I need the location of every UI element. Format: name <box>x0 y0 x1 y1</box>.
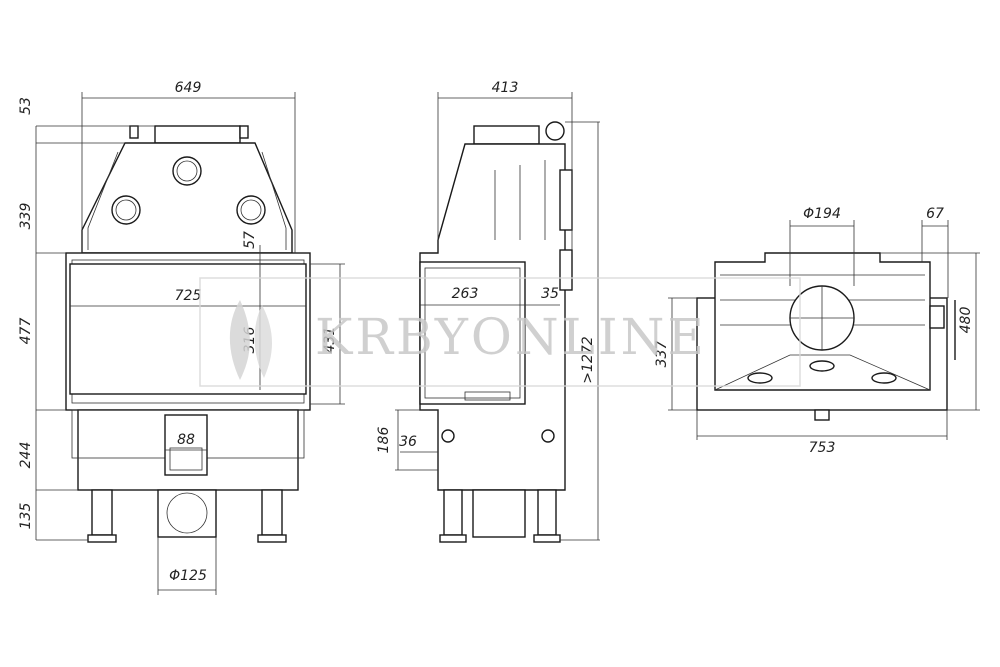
dim-53: 53 <box>18 97 34 115</box>
dim-753: 753 <box>809 440 836 456</box>
side-view: 413 263 35 >1272 186 36 <box>376 80 600 543</box>
dim-186: 186 <box>376 427 392 454</box>
watermark-flame-icon <box>229 300 250 380</box>
top-vent-right <box>871 372 897 384</box>
side-foot-left <box>439 534 467 543</box>
dim-88: 88 <box>177 432 195 448</box>
dim-1272: >1272 <box>580 336 596 383</box>
dim-36: 36 <box>399 434 417 450</box>
top-vent-left <box>747 372 773 384</box>
front-hood-inner-left <box>87 151 119 250</box>
flue-hole-right-inner <box>240 199 262 221</box>
dim-480: 480 <box>958 307 974 334</box>
side-ring <box>545 121 565 141</box>
dim-431: 431 <box>322 327 338 354</box>
dim-477: 477 <box>18 318 34 345</box>
side-knob-left <box>441 429 455 443</box>
watermark-box <box>199 277 801 387</box>
side-air-inlet <box>472 489 526 538</box>
flue-hole-top-inner <box>176 160 198 182</box>
dim-725: 725 <box>175 288 202 304</box>
front-collar-tab-left <box>129 125 139 139</box>
front-air-inlet-circle <box>166 492 208 534</box>
front-collar <box>154 125 241 144</box>
dim-339: 339 <box>18 203 34 230</box>
top-funnel <box>714 354 931 391</box>
dim-263: 263 <box>452 286 479 302</box>
top-front-tab <box>814 409 830 421</box>
side-knob-right <box>541 429 555 443</box>
side-glass <box>419 261 526 405</box>
watermark: KRBYONLINE <box>199 277 801 387</box>
dim-67: 67 <box>926 206 944 222</box>
top-vent-center <box>809 360 835 372</box>
front-leg-left <box>91 489 113 536</box>
side-glass-inner <box>424 267 521 399</box>
dim-35: 35 <box>541 286 559 302</box>
side-leg-right <box>537 489 557 536</box>
side-collar <box>473 125 540 145</box>
watermark-flame-icon-2 <box>254 305 272 378</box>
front-foot-left <box>87 534 117 543</box>
side-grate <box>464 391 511 401</box>
front-view: 649 53 339 57 725 477 316 431 244 88 135… <box>18 80 345 595</box>
front-foot-right <box>257 534 287 543</box>
dim-135: 135 <box>18 503 34 530</box>
dim-337: 337 <box>654 341 670 368</box>
side-leg-left <box>443 489 463 536</box>
dim-413: 413 <box>492 80 519 96</box>
flue-hole-left-inner <box>115 199 137 221</box>
dim-phi125: Φ125 <box>169 568 207 584</box>
front-air-inlet <box>157 489 217 538</box>
dim-244: 244 <box>18 442 34 469</box>
front-ash-box <box>164 414 208 476</box>
front-leg-right <box>261 489 283 536</box>
front-hood-inner-right <box>261 151 287 250</box>
watermark-text: KRBYONLINE <box>315 308 707 366</box>
dim-649: 649 <box>175 80 202 96</box>
side-foot-right <box>533 534 561 543</box>
dim-phi194: Φ194 <box>803 206 841 222</box>
dim-57: 57 <box>242 231 258 249</box>
side-handle-lower <box>559 249 573 291</box>
front-ash-box-inner <box>169 447 203 471</box>
top-view: Φ194 67 480 337 753 <box>654 206 980 456</box>
top-side-box <box>929 305 945 329</box>
front-collar-tab-right <box>239 125 249 139</box>
side-handle-upper <box>559 169 573 231</box>
